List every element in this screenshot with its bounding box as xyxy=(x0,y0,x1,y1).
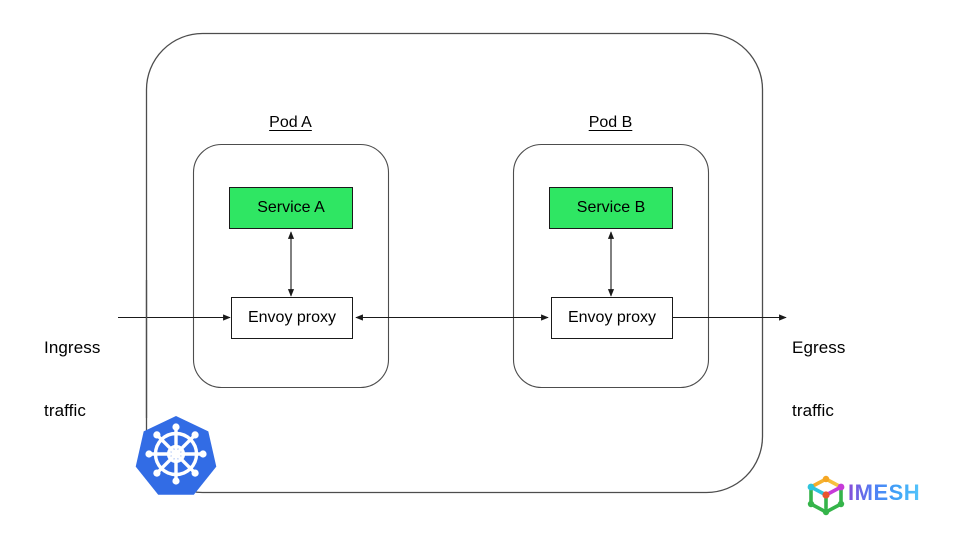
imesh-logo[interactable]: IMESH xyxy=(848,482,920,504)
service-a-label: Service A xyxy=(257,199,325,216)
pod-a-title: Pod A xyxy=(269,114,312,131)
service-a-box[interactable]: Service A xyxy=(229,187,353,229)
cluster-boundary-rect xyxy=(145,32,764,494)
pod-b-boundary-rect xyxy=(512,143,710,389)
pod-b-envoy-proxy-box[interactable]: Envoy proxy xyxy=(551,297,673,339)
pod-b-envoy-proxy-label: Envoy proxy xyxy=(567,309,657,326)
pod-a-boundary-rect xyxy=(192,143,390,389)
imesh-logo-mark xyxy=(807,475,845,516)
kubernetes-logo xyxy=(135,416,217,495)
egress-traffic-label: Egress traffic xyxy=(792,297,846,463)
ingress-traffic-line-1: Ingress xyxy=(44,338,101,358)
imesh-wordmark: IMESH xyxy=(848,480,921,505)
service-b-label: Service B xyxy=(576,199,646,216)
egress-traffic-line-1: Egress xyxy=(792,338,846,358)
ingress-traffic-label: Ingress traffic xyxy=(44,297,100,463)
service-b-box[interactable]: Service B xyxy=(549,187,673,229)
ingress-traffic-line-2: traffic xyxy=(44,400,86,420)
egress-traffic-line-2: traffic xyxy=(792,400,834,420)
pod-a-envoy-proxy-label: Envoy proxy xyxy=(247,309,337,326)
pod-a-envoy-proxy-box[interactable]: Envoy proxy xyxy=(231,297,353,339)
pod-b-title: Pod B xyxy=(588,114,633,131)
